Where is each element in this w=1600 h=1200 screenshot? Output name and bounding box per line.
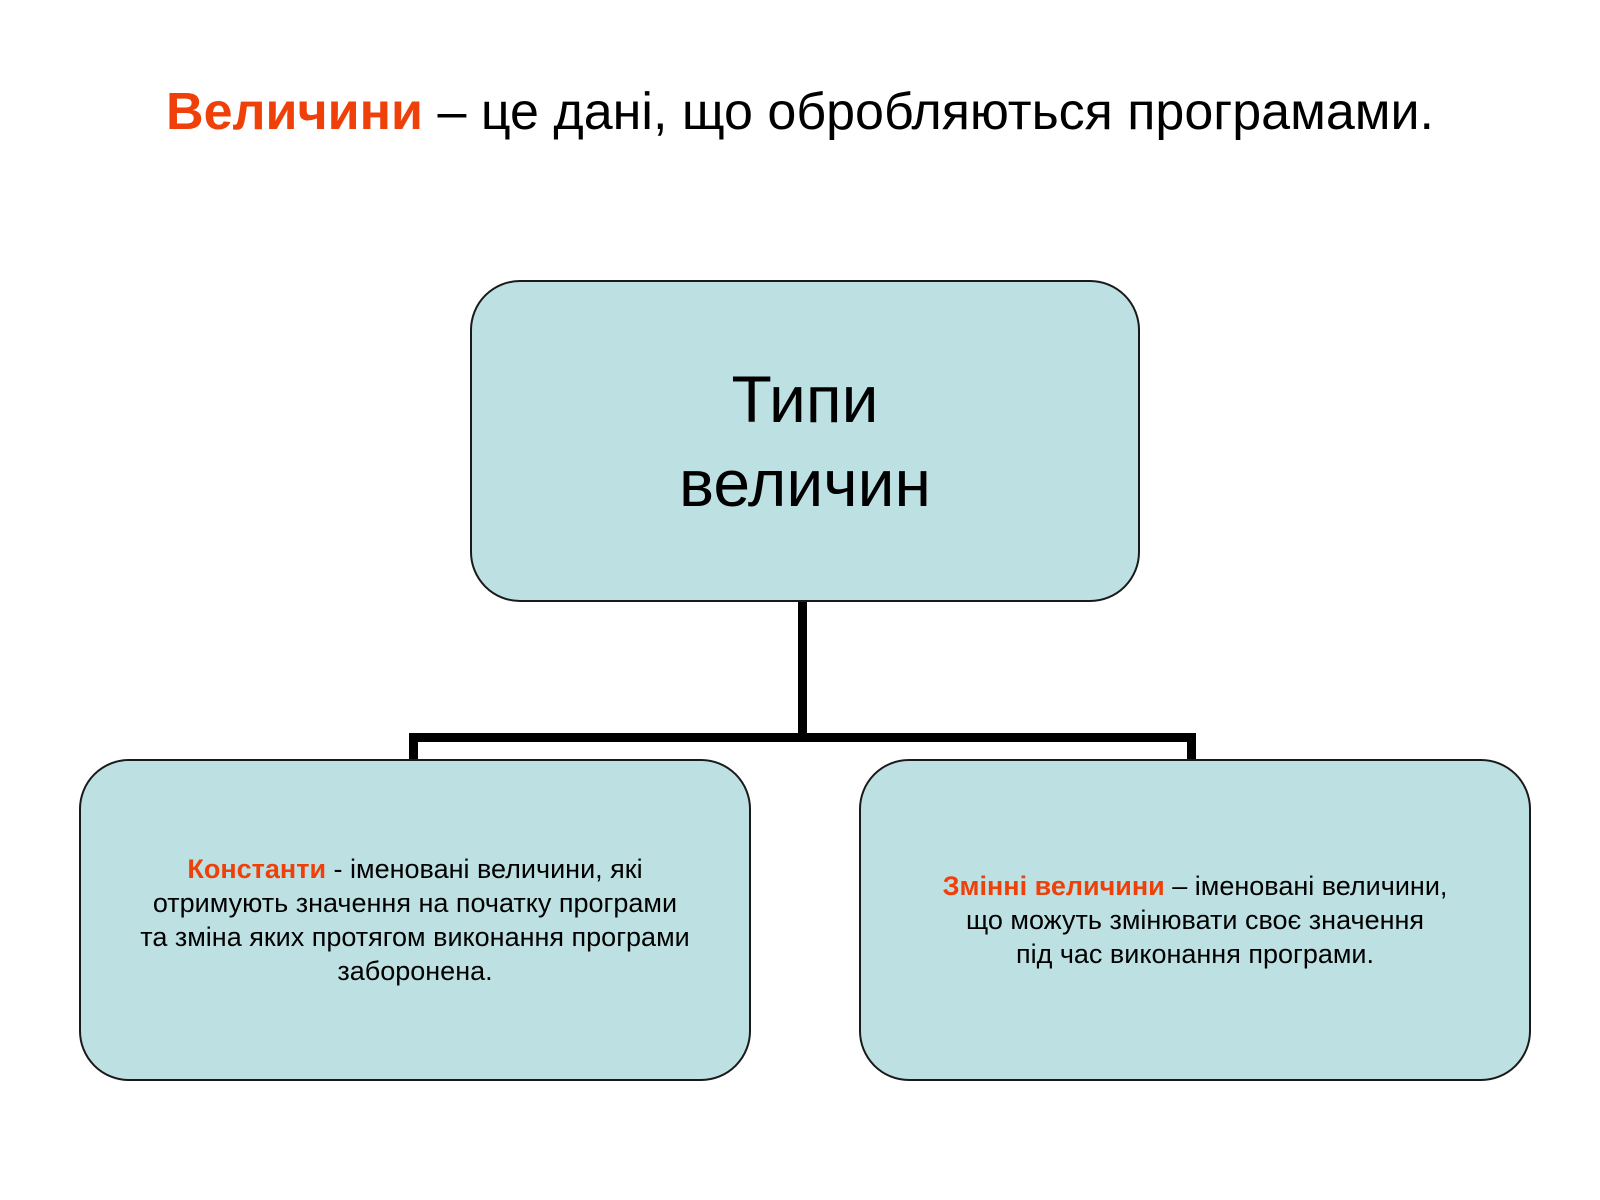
constants-line-1: Константи - іменовані величини, які: [140, 852, 689, 886]
slide-title: Величини – це дані, що обробляються прог…: [0, 82, 1600, 142]
variables-line-1: Змінні величини – іменовані величини,: [943, 869, 1448, 903]
variables-text: Змінні величини – іменовані величини, що…: [943, 869, 1448, 971]
connector-left-drop: [409, 733, 418, 760]
root-node: Типи величин: [470, 280, 1140, 602]
constants-line-4: заборонена.: [337, 956, 493, 986]
constants-term: Константи: [187, 854, 327, 884]
variables-term: Змінні величини: [942, 871, 1165, 901]
connector-horizontal-bar: [409, 733, 1196, 742]
title-highlight: Величини: [166, 83, 424, 141]
connector-right-drop: [1187, 733, 1196, 760]
root-label-line-1: Типи: [731, 362, 879, 436]
constants-line-3: та зміна яких протягом виконання програм…: [140, 922, 690, 952]
constants-line-2: отримують значення на початку програми: [152, 888, 678, 918]
root-node-label: Типи величин: [679, 357, 931, 525]
title-rest: – це дані, що обробляються програмами.: [423, 83, 1434, 141]
variables-line-2: що можуть змінювати своє значення: [965, 905, 1425, 935]
root-label-line-2: величин: [679, 446, 931, 520]
connector-root-stem: [798, 602, 807, 738]
constants-text: Константи - іменовані величини, які отри…: [140, 852, 689, 988]
variables-node: Змінні величини – іменовані величини, що…: [859, 759, 1531, 1081]
variables-line-3: під час виконання програми.: [1015, 939, 1375, 969]
constants-line-1-rest: - іменовані величини, які: [326, 854, 643, 884]
variables-line-1-rest: – іменовані величини,: [1164, 871, 1448, 901]
constants-node: Константи - іменовані величини, які отри…: [79, 759, 751, 1081]
